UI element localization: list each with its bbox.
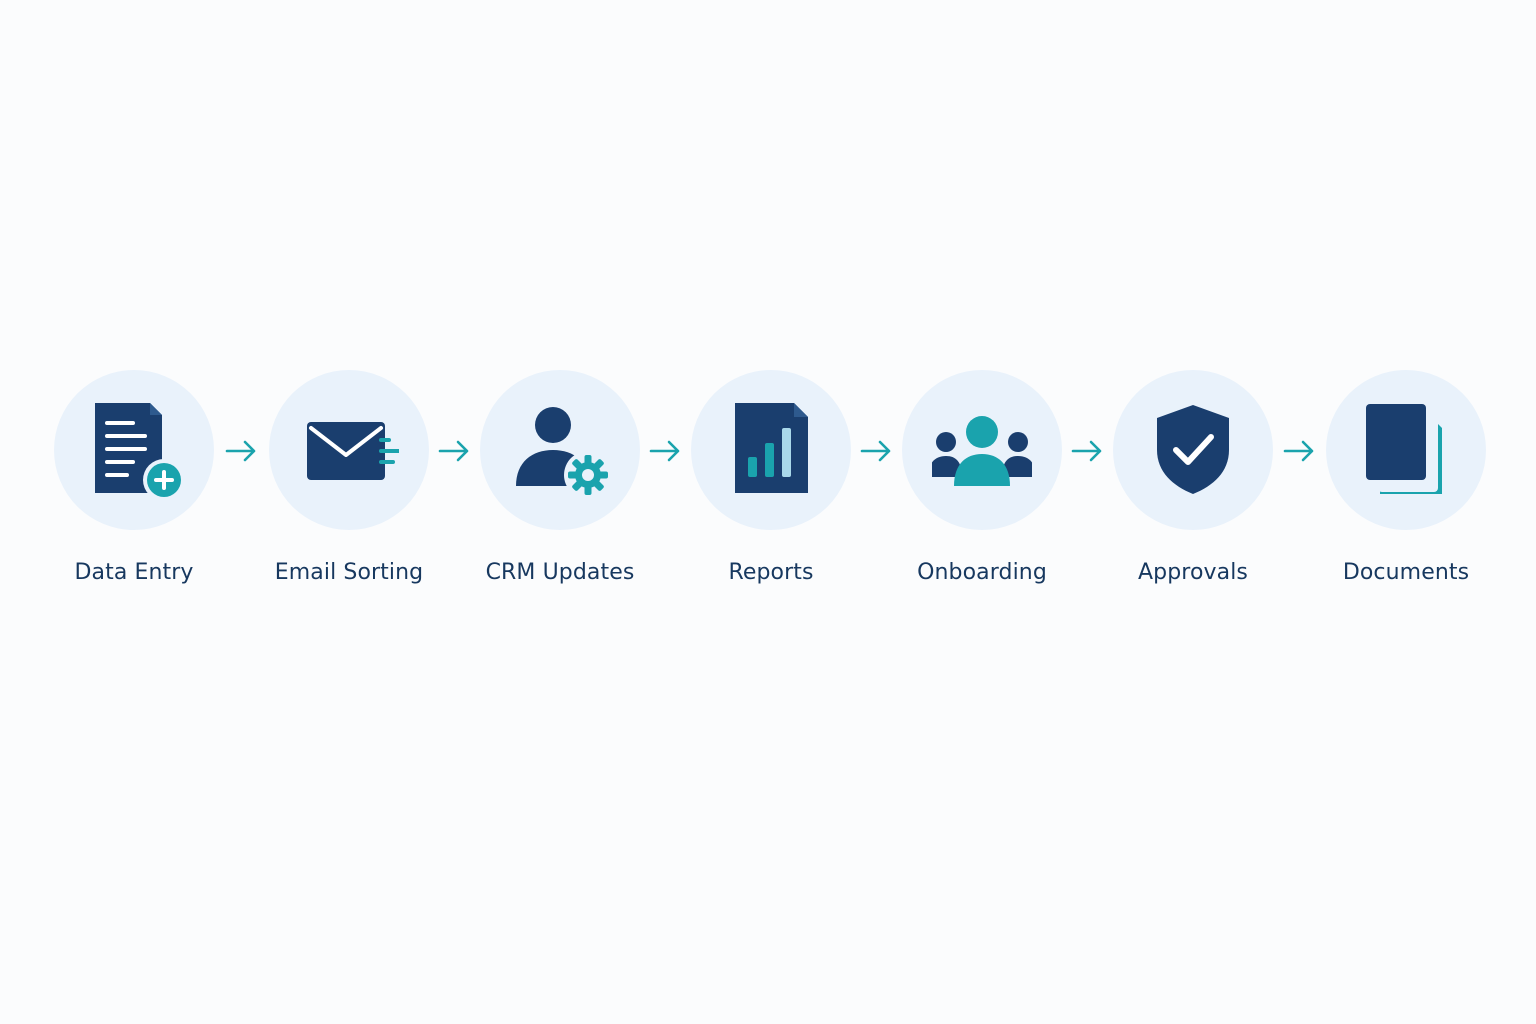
step-reports: Reports <box>661 370 881 600</box>
documents-stack-icon <box>1366 402 1442 494</box>
arrow-right-icon <box>648 438 682 464</box>
arrow-right-icon <box>437 438 471 464</box>
step-label: Email Sorting <box>274 560 424 585</box>
step-label: Reports <box>728 560 814 585</box>
step-onboarding: Onboarding <box>872 370 1092 600</box>
step-data-entry: Data Entry <box>24 370 244 600</box>
report-chart-icon <box>735 403 808 493</box>
arrow-right-icon <box>859 438 893 464</box>
step-crm-updates: CRM Updates <box>450 370 670 600</box>
step-icon-circle <box>1326 370 1486 530</box>
step-icon-circle <box>691 370 851 530</box>
step-label: Data Entry <box>74 560 194 585</box>
arrow-right-icon <box>1282 438 1316 464</box>
step-label: Approvals <box>1138 560 1248 585</box>
step-icon-circle <box>269 370 429 530</box>
user-gear-icon <box>516 407 610 499</box>
step-email-sorting: Email Sorting <box>239 370 459 600</box>
users-group-icon <box>932 416 1032 486</box>
shield-check-icon <box>1157 405 1229 494</box>
step-documents: Documents <box>1296 370 1516 600</box>
step-icon-circle <box>1113 370 1273 530</box>
step-label: Onboarding <box>917 560 1047 585</box>
email-fast-icon <box>307 422 399 480</box>
step-label: CRM Updates <box>485 560 635 585</box>
document-add-icon <box>95 403 184 500</box>
step-icon-circle <box>902 370 1062 530</box>
step-label: Documents <box>1342 560 1470 585</box>
step-approvals: Approvals <box>1083 370 1303 600</box>
step-icon-circle <box>480 370 640 530</box>
arrow-right-icon <box>224 438 258 464</box>
step-icon-circle <box>54 370 214 530</box>
arrow-right-icon <box>1070 438 1104 464</box>
